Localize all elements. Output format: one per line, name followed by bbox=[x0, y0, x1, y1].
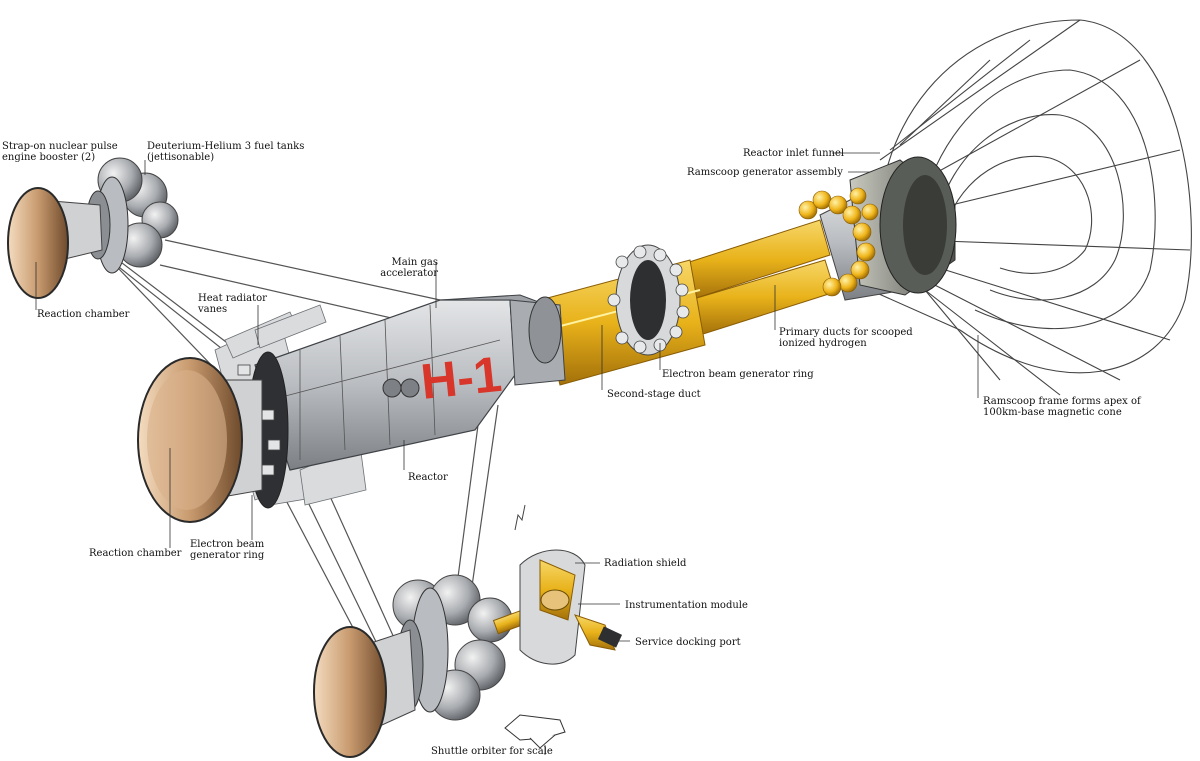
label-second-stage-duct: Second-stage duct bbox=[607, 389, 701, 400]
label-instrumentation-module: Instrumentation module bbox=[625, 600, 748, 611]
label-line: 100km-base magnetic cone bbox=[983, 407, 1122, 418]
label-line: Main gas bbox=[391, 257, 438, 268]
main-hull: H-1 bbox=[214, 294, 566, 506]
ramscoop-mesh bbox=[869, 19, 1192, 396]
shuttle-outline bbox=[504, 714, 566, 749]
label-line: engine booster (2) bbox=[2, 152, 96, 163]
label-main-gas-accelerator: Main gas accelerator bbox=[374, 257, 438, 279]
label-service-docking-port: Service docking port bbox=[635, 637, 741, 648]
label-ramscoop-generator: Ramscoop generator assembly bbox=[687, 167, 843, 178]
label-line: ionized hydrogen bbox=[779, 338, 867, 349]
label-line: Heat radiator bbox=[198, 293, 267, 304]
leader-lines bbox=[35, 152, 979, 755]
label-strap-on-booster: Strap-on nuclear pulse engine booster (2… bbox=[2, 141, 118, 163]
bottom-booster bbox=[313, 574, 513, 758]
label-line: Ramscoop frame forms apex of bbox=[983, 396, 1141, 407]
label-line: Primary ducts for scooped bbox=[779, 327, 913, 338]
label-shuttle-orbiter: Shuttle orbiter for scale bbox=[431, 746, 553, 757]
label-primary-ducts: Primary ducts for scooped ionized hydrog… bbox=[779, 327, 913, 349]
label-reactor-inlet-funnel: Reactor inlet funnel bbox=[743, 148, 845, 159]
label-reaction-chamber-top: Reaction chamber bbox=[37, 309, 130, 320]
primary-ducts bbox=[539, 219, 836, 386]
ramscoop-generator bbox=[798, 156, 957, 301]
label-ramscoop-frame: Ramscoop frame forms apex of 100km-base … bbox=[983, 396, 1141, 418]
label-heat-radiator: Heat radiator vanes bbox=[198, 293, 267, 315]
hull-emblem: H-1 bbox=[418, 346, 504, 410]
label-electron-beam-ring: Electron beam generator ring bbox=[662, 369, 814, 380]
service-module bbox=[492, 504, 623, 665]
label-line: Deuterium-Helium 3 fuel tanks bbox=[147, 141, 305, 152]
label-line: accelerator bbox=[380, 268, 438, 279]
top-booster bbox=[7, 157, 179, 299]
label-electron-beam-rear: Electron beam generator ring bbox=[190, 539, 264, 561]
label-reactor: Reactor bbox=[408, 472, 448, 483]
label-fuel-tanks: Deuterium-Helium 3 fuel tanks (jettisona… bbox=[147, 141, 304, 163]
label-line: generator ring bbox=[190, 550, 265, 561]
main-reaction-chamber bbox=[137, 357, 263, 523]
label-line: Strap-on nuclear pulse bbox=[2, 141, 118, 152]
label-radiation-shield: Radiation shield bbox=[604, 558, 687, 569]
label-reaction-chamber-main: Reaction chamber bbox=[89, 548, 182, 559]
label-line: Electron beam bbox=[190, 539, 265, 550]
label-line: (jettisonable) bbox=[147, 152, 215, 163]
label-line: vanes bbox=[198, 304, 228, 315]
